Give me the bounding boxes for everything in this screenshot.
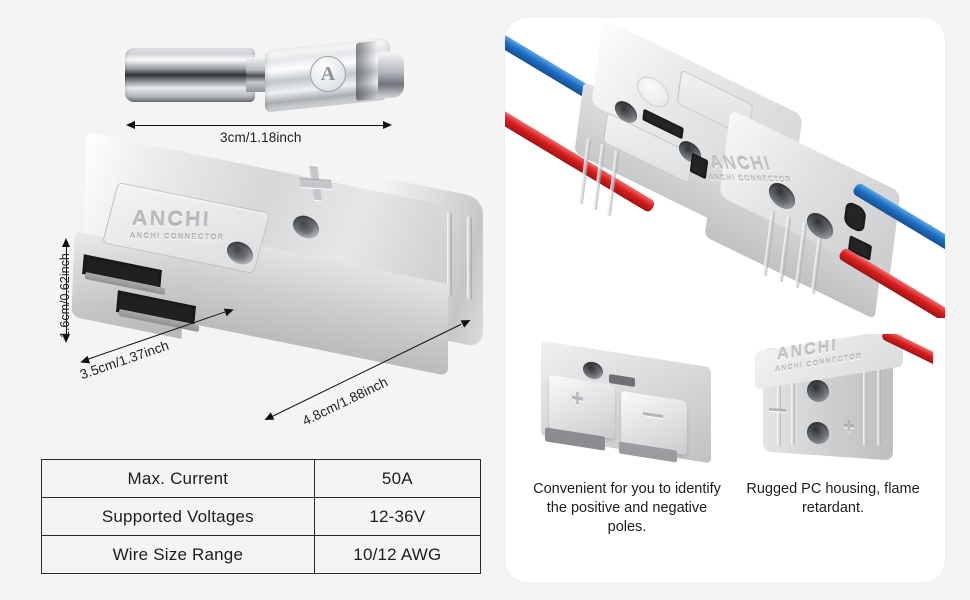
hero-image-mated-connectors: ANCHI ANCHI CONNECTOR <box>505 18 945 318</box>
housing-screw-hole <box>807 379 829 403</box>
polarity-detail-image: + — <box>527 334 727 464</box>
metal-terminal-illustration: A <box>120 34 410 114</box>
feature-tile-caption: Convenient for you to identify the posit… <box>533 481 721 536</box>
hero-brand-emboss: ANCHI <box>707 152 775 175</box>
table-row: Supported Voltages 12-36V <box>41 497 482 536</box>
spec-value: 10/12 AWG <box>313 535 482 574</box>
negative-mark-icon: — <box>769 399 786 420</box>
terminal-dimension-label: 3cm/1.18inch <box>220 130 302 145</box>
spec-value: 12-36V <box>313 497 482 536</box>
feature-tile-caption: Rugged PC housing, flame retardant. <box>746 481 920 517</box>
housing-screw-hole <box>807 421 829 445</box>
negative-mark-icon: — <box>643 402 663 428</box>
positive-mark-icon: + <box>571 384 584 413</box>
housing-brand-sub-emboss: ANCHI CONNECTOR <box>129 231 225 242</box>
terminal-tip <box>378 52 404 98</box>
housing-detail-image: ANCHI ANCHI CONNECTOR — + <box>733 334 933 464</box>
spec-label: Max. Current <box>41 459 315 498</box>
mated-connector-assembly: ANCHI ANCHI CONNECTOR <box>557 18 901 318</box>
feature-tile-polarity: + — Convenient for you to identify the p… <box>527 334 727 537</box>
left-panel: A 3cm/1.18inch ANCHI ANCHI CONNECTOR <box>0 0 505 600</box>
table-row: Wire Size Range 10/12 AWG <box>41 535 482 574</box>
connector-height-label: 1.6cm/0.62inch <box>58 253 72 338</box>
terminal-brand-logo-icon: A <box>310 56 346 92</box>
housing-brand-emboss: ANCHI <box>131 207 212 232</box>
table-row: Max. Current 50A <box>41 459 482 498</box>
spec-label: Wire Size Range <box>41 535 315 574</box>
positive-mark-icon: + <box>843 415 855 439</box>
housing-positive-mark-icon <box>298 167 336 204</box>
feature-tiles: + — Convenient for you to identify the p… <box>505 334 945 582</box>
spec-value: 50A <box>313 459 482 498</box>
feature-tile-housing: ANCHI ANCHI CONNECTOR — + Rugged PC hous… <box>733 334 933 518</box>
right-feature-card: ANCHI ANCHI CONNECTOR + — <box>505 18 945 582</box>
specifications-table: Max. Current 50A Supported Voltages 12-3… <box>41 459 482 574</box>
terminal-barrel <box>125 48 255 102</box>
spec-label: Supported Voltages <box>41 497 315 536</box>
